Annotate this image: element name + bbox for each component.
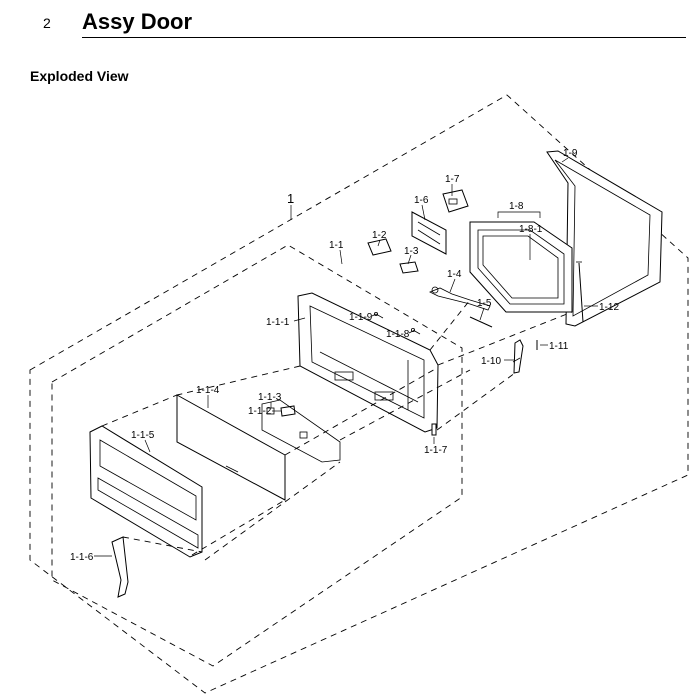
leader-1-2 bbox=[377, 239, 381, 247]
callout-1-1-5: 1-1-5 bbox=[131, 430, 155, 441]
section-number: 2 bbox=[43, 15, 51, 31]
callout-1-12: 1-12 bbox=[599, 302, 619, 313]
header-rule bbox=[82, 37, 686, 38]
part-1-12-rod bbox=[576, 261, 584, 323]
callout-1-8: 1-8 bbox=[509, 201, 524, 212]
callout-1-1-1: 1-1-1 bbox=[266, 317, 290, 328]
leader-1-1-5 bbox=[144, 439, 151, 453]
callout-1-5: 1-5 bbox=[477, 298, 492, 309]
alignment-line bbox=[284, 367, 438, 456]
callout-1-8-1: 1-8-1 bbox=[519, 224, 543, 235]
alignment-line bbox=[429, 299, 471, 351]
callout-1-11: 1-11 bbox=[549, 341, 569, 352]
callout-1-3: 1-3 bbox=[404, 246, 419, 257]
part-1-3-clip bbox=[399, 261, 419, 274]
leader-1-5 bbox=[479, 307, 485, 321]
callout-1-1: 1-1 bbox=[329, 240, 344, 251]
leader-1-1-9 bbox=[371, 313, 377, 317]
page-title: Assy Door bbox=[82, 9, 193, 34]
part-1-1-6-handle bbox=[111, 536, 129, 598]
callout-1-7: 1-7 bbox=[445, 174, 460, 185]
alignment-line bbox=[191, 499, 286, 556]
section-subtitle: Exploded View bbox=[30, 68, 129, 84]
leader-1-4 bbox=[449, 278, 456, 293]
part-1-4-lever bbox=[429, 286, 491, 311]
part-1-1-4-glass-panel bbox=[176, 394, 286, 501]
alignment-line bbox=[204, 461, 341, 561]
page-header: 2 Assy Door bbox=[0, 0, 700, 45]
alignment-line bbox=[436, 372, 516, 431]
part-1-8-window-frame bbox=[469, 221, 573, 313]
part-1-1-8-screw bbox=[410, 327, 421, 335]
part-1-6-latch-holder bbox=[411, 211, 447, 255]
leader-1-1-1 bbox=[293, 317, 306, 322]
part-1-8-bracket bbox=[497, 211, 541, 218]
callout-1: 1 bbox=[287, 191, 294, 206]
part-1-1-9-screw bbox=[373, 311, 384, 319]
alignment-line bbox=[122, 536, 203, 553]
callout-1-1-8: 1-1-8 bbox=[386, 329, 410, 340]
leader-1-1-8 bbox=[408, 330, 414, 334]
assembly-boundary-outer bbox=[29, 94, 689, 694]
leader-1-1 bbox=[339, 249, 343, 265]
part-1-1-1-inner-frame bbox=[297, 292, 439, 433]
alignment-line bbox=[339, 369, 471, 441]
callout-1-1-2: 1-1-2 bbox=[248, 406, 272, 417]
callout-1-1-6: 1-1-6 bbox=[70, 552, 94, 563]
alignment-line bbox=[101, 394, 178, 427]
part-1-5-pin bbox=[469, 316, 493, 328]
part-1-7-bracket bbox=[442, 189, 469, 213]
part-1-1-2-plate bbox=[280, 405, 296, 417]
part-1-1-7-clip bbox=[431, 423, 437, 436]
callout-1-2: 1-2 bbox=[372, 230, 387, 241]
leader-1-6 bbox=[421, 204, 426, 221]
callout-1-1-4: 1-1-4 bbox=[196, 385, 220, 396]
callout-1-1-3: 1-1-3 bbox=[258, 392, 282, 403]
leader-1-3 bbox=[407, 254, 412, 265]
callout-1-9: 1-9 bbox=[563, 148, 578, 159]
part-1-9-door-panel bbox=[546, 150, 663, 327]
callout-1-1-9: 1-1-9 bbox=[349, 312, 373, 323]
callout-1-4: 1-4 bbox=[447, 269, 462, 280]
callout-1-10: 1-10 bbox=[481, 356, 501, 367]
callout-1-6: 1-6 bbox=[414, 195, 429, 206]
alignment-line bbox=[437, 311, 573, 366]
callout-1-1-7: 1-1-7 bbox=[424, 445, 448, 456]
leader-1-9 bbox=[561, 157, 569, 163]
part-1-10-hook bbox=[512, 339, 524, 374]
